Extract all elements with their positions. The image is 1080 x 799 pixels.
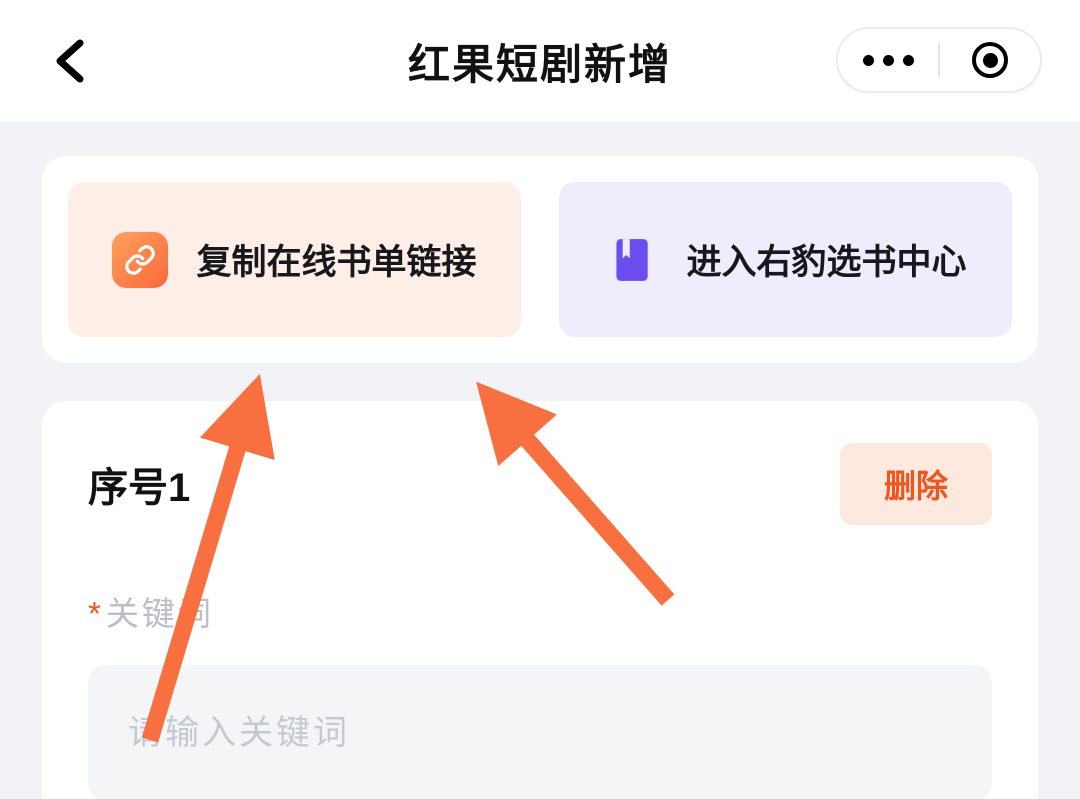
- page-title: 红果短剧新增: [407, 40, 672, 88]
- book-center-button[interactable]: 进入右豹选书中心: [559, 182, 1012, 337]
- delete-button[interactable]: 删除: [839, 443, 992, 525]
- minimize-button[interactable]: [940, 29, 1040, 91]
- keyword-input[interactable]: [88, 665, 992, 799]
- keyword-label-text: 关键词: [105, 595, 214, 632]
- entry-form-card: 序号1 删除 *关键词: [42, 401, 1038, 799]
- quick-actions-card: 复制在线书单链接 进入右豹选书中心: [42, 156, 1038, 363]
- section-title: 序号1: [88, 466, 191, 510]
- back-button[interactable]: [40, 32, 100, 92]
- keyword-field-label: *关键词: [88, 587, 992, 635]
- more-button[interactable]: [838, 29, 938, 91]
- page-body: 复制在线书单链接 进入右豹选书中心 序号1 删除 *关键词: [0, 122, 1080, 799]
- required-asterisk: *: [88, 595, 104, 632]
- form-header-row: 序号1 删除: [88, 443, 992, 525]
- chain-link-icon: [112, 231, 169, 288]
- capsule-divider: [938, 43, 940, 77]
- chevron-left-icon: [48, 35, 92, 90]
- target-circle-icon: [972, 42, 1008, 78]
- three-dots-icon: [862, 54, 914, 66]
- book-icon: [604, 233, 658, 287]
- book-center-label: 进入右豹选书中心: [686, 243, 967, 282]
- wechat-capsule: [836, 27, 1042, 93]
- copy-booklist-link-button[interactable]: 复制在线书单链接: [68, 182, 521, 337]
- copy-booklist-link-label: 复制在线书单链接: [196, 243, 477, 282]
- header-bar: 红果短剧新增: [0, 0, 1080, 122]
